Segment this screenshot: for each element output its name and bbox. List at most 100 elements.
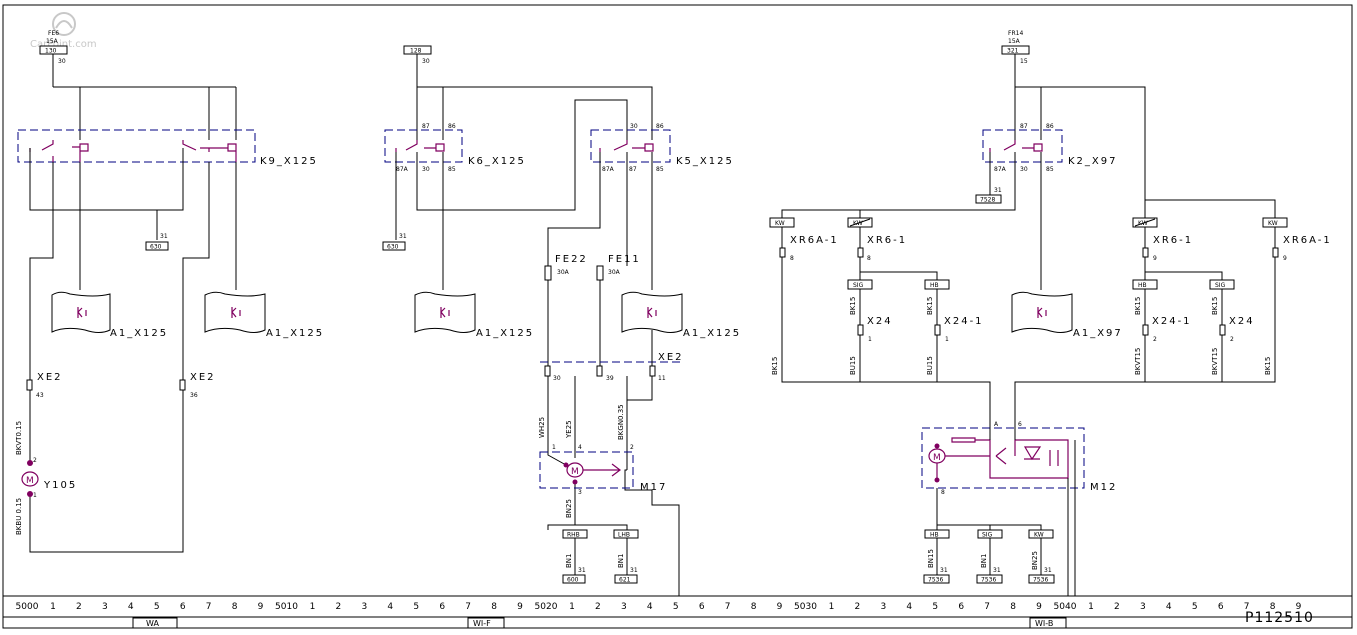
svg-text:3: 3	[578, 489, 582, 496]
svg-text:2: 2	[1230, 336, 1234, 343]
wire-bk15-1: BK15	[771, 357, 779, 375]
connector-xe2-mid: XE2 30 39 11	[544, 352, 682, 382]
motor-m12-label: M12	[1090, 482, 1117, 493]
svg-text:30A: 30A	[608, 269, 621, 276]
ground-7536-1: HB BN15 31 7536	[923, 529, 950, 584]
ruler-tick-label: 1	[1088, 602, 1094, 612]
relay-k2-pins: 87 86 87A 30 85	[994, 123, 1054, 173]
wire-bk15-6: BK15	[1264, 357, 1272, 375]
ruler-tick-label: 1	[310, 602, 316, 612]
svg-text:X24-1: X24-1	[944, 316, 984, 327]
left-bus	[52, 54, 237, 140]
ground-630-left: 31 630	[145, 233, 169, 251]
ruler-tick-label: 8	[751, 602, 757, 612]
module-a1-x125-3: A1_X125	[414, 291, 532, 339]
svg-text:7536: 7536	[1033, 577, 1048, 584]
svg-text:A: A	[994, 421, 999, 428]
right-harness	[781, 257, 1276, 440]
k2-wires	[781, 152, 1042, 290]
relay-k2-contact	[989, 140, 1043, 152]
svg-text:8: 8	[867, 255, 871, 262]
ground-7536-3: KW BN25 31 7536	[1028, 529, 1055, 584]
svg-text:630: 630	[150, 244, 162, 251]
ruler-tick-label: 7	[984, 602, 990, 612]
section-wa: WA	[132, 617, 178, 629]
svg-text:9: 9	[1153, 255, 1157, 262]
wire-bkvt15-2: BKVT15	[1211, 348, 1219, 375]
relay-k2-box	[982, 129, 1063, 163]
connector-xe2-43: XE2 43	[26, 372, 63, 399]
svg-text:SIG: SIG	[1215, 282, 1226, 289]
svg-text:87: 87	[629, 166, 637, 173]
svg-text:1: 1	[945, 336, 949, 343]
ruler-tick-label: 2	[855, 602, 861, 612]
svg-text:31: 31	[1044, 567, 1052, 574]
relay-k2-label: K2_X97	[1068, 156, 1118, 167]
motor-y105: M 2 1 Y105	[21, 457, 77, 499]
svg-text:87: 87	[1020, 123, 1028, 130]
svg-text:FE22: FE22	[555, 254, 588, 265]
m12-wires	[936, 428, 1077, 597]
motor-y105-label: Y105	[43, 480, 77, 491]
ruler-tick-label: 3	[361, 602, 367, 612]
svg-text:BN15: BN15	[927, 549, 935, 568]
tag-kw-4: KW	[1262, 217, 1288, 228]
relay-k9-box	[17, 129, 256, 163]
svg-text:85: 85	[656, 166, 664, 173]
ruler-tick-label: 5	[932, 602, 938, 612]
wire-bk15-5: BK15	[1211, 297, 1219, 315]
svg-text:31: 31	[160, 233, 168, 240]
svg-text:85: 85	[1046, 166, 1054, 173]
tag-kw-3: KW	[1132, 217, 1158, 228]
svg-text:15: 15	[1020, 58, 1028, 65]
connector-x24-1-2: X24-1 2	[1142, 316, 1190, 343]
motor-m12: A 6 M 8 M12	[928, 421, 1117, 496]
svg-text:BN25: BN25	[1031, 551, 1039, 570]
connector-xr6a-1-8: XR6A-1 8	[779, 235, 837, 262]
svg-text:BN1: BN1	[980, 554, 988, 569]
svg-text:7536: 7536	[928, 577, 943, 584]
right-bus	[1014, 54, 1146, 200]
svg-text:128: 128	[410, 48, 422, 55]
ruler-tick-label: 3	[102, 602, 108, 612]
wire-bkbu015: BKBU 0.15	[15, 498, 23, 535]
relay-k5-box	[590, 129, 671, 163]
ruler-tick-label: 3	[1140, 602, 1146, 612]
svg-text:11: 11	[658, 375, 666, 382]
tag-kw-1: KW	[769, 217, 795, 228]
drawing-id: P112510	[1245, 610, 1314, 626]
svg-text:86: 86	[656, 123, 664, 130]
ruler-tick-label: 6	[958, 602, 964, 612]
svg-text:87A: 87A	[602, 166, 615, 173]
ruler-tick-label: 6	[699, 602, 705, 612]
module-a1-x125-2: A1_X125	[204, 291, 322, 339]
wire-bkvt015: BKVT0.15	[15, 421, 23, 455]
wire-wh25: WH25	[538, 417, 546, 438]
ruler-tick-label: 6	[1218, 602, 1224, 612]
motor-m17: M 1 4 2 3 M17	[552, 444, 665, 496]
k6-wires	[395, 99, 628, 290]
ruler-tick-label: 4	[128, 602, 134, 612]
ruler-tick-label: 8	[491, 602, 497, 612]
svg-text:HB: HB	[930, 282, 939, 289]
mid-bus	[416, 54, 653, 140]
relay-k5-pins: 30 86 87A 87 85	[602, 123, 664, 173]
svg-text:6: 6	[1018, 421, 1022, 428]
svg-text:KW: KW	[1268, 220, 1278, 227]
wire-bn25-m17: BN25	[565, 499, 573, 518]
module-a1-x125-4: A1_X125	[621, 291, 739, 339]
wire-bk15-4: BK15	[1134, 297, 1142, 315]
svg-text:87A: 87A	[396, 166, 409, 173]
svg-text:621: 621	[619, 577, 631, 584]
svg-text:43: 43	[36, 392, 44, 399]
svg-text:WI-B: WI-B	[1035, 619, 1053, 628]
svg-text:30: 30	[422, 58, 430, 65]
wire-bu15-1: BU15	[849, 356, 857, 375]
svg-text:87A: 87A	[994, 166, 1007, 173]
ruler-tick-label: 7	[465, 602, 471, 612]
svg-text:XE2: XE2	[37, 372, 63, 383]
ruler-tick-label: 5	[154, 602, 160, 612]
ruler-tick-label: 9	[1296, 602, 1302, 612]
svg-text:KW: KW	[775, 220, 785, 227]
